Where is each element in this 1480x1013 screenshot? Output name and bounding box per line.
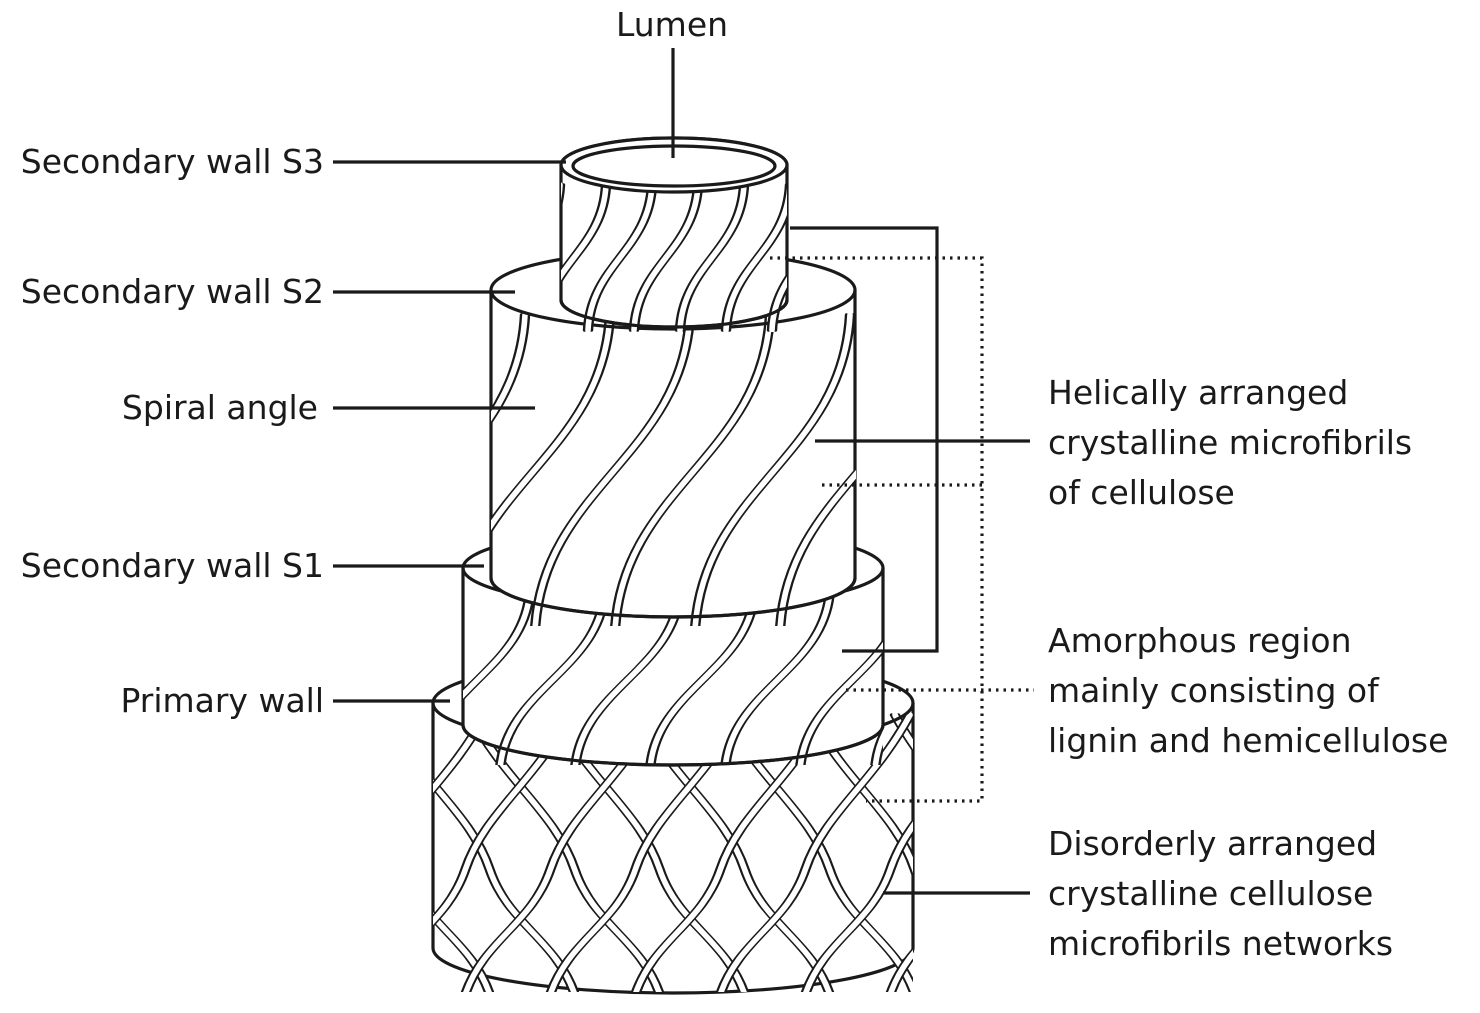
s2-microfibril: [775, 467, 856, 626]
s3-microfibril: [582, 182, 658, 332]
label-helical-line-2: crystalline microfibrils: [1048, 423, 1412, 462]
network-fibril: [545, 712, 746, 992]
network-fibril: [460, 712, 661, 992]
network-fibril: [885, 947, 913, 992]
labels: Lumen Secondary wall S3 Secondary wall S…: [21, 5, 1449, 963]
s3-microfibril: [720, 183, 787, 332]
s1-microfibril: [870, 726, 883, 765]
label-amorphous-line-2: mainly consisting of: [1048, 671, 1380, 710]
label-disorderly-line-1: Disorderly arranged: [1048, 824, 1377, 863]
secondary-wall-s3-cylinder: [559, 136, 789, 332]
network-fibril: [719, 712, 913, 992]
network-fibril: [433, 909, 495, 992]
s2-microfibril: [530, 312, 696, 626]
network-fibril: [433, 712, 491, 796]
s2-microfibril: [491, 312, 531, 425]
s3-microfibril: [561, 182, 612, 285]
s2-microfibril: [610, 312, 776, 626]
label-disorderly-line-3: microfibrils networks: [1048, 924, 1393, 963]
network-fibril: [804, 712, 913, 879]
label-secondary-wall-s2: Secondary wall S2: [21, 272, 324, 311]
s2-helical-microfibrils: [491, 312, 856, 626]
network-fibril: [207, 715, 404, 995]
s1-microfibrils: [463, 587, 883, 765]
network-fibril: [715, 712, 913, 992]
s1-microfibril: [795, 638, 883, 765]
disordered-microfibril-network: [207, 712, 913, 995]
s1-microfibril: [495, 587, 611, 765]
network-fibril: [433, 776, 580, 992]
s2-microfibril: [690, 312, 856, 626]
network-fibril: [800, 818, 913, 992]
s3-microfibril: [674, 182, 750, 332]
network-fibril: [634, 712, 835, 992]
s3-microfibril: [628, 182, 704, 332]
network-fibril: [464, 712, 665, 992]
s1-microfibril: [645, 587, 761, 765]
network-fibril: [433, 712, 576, 928]
label-helical-line-1: Helically arranged: [1048, 373, 1348, 412]
label-primary-wall: Primary wall: [120, 681, 324, 720]
leader-lines: [333, 48, 1034, 895]
label-amorphous-line-3: lignin and hemicellulose: [1048, 721, 1448, 760]
label-secondary-wall-s3: Secondary wall S3: [21, 142, 324, 181]
s1-microfibril: [720, 587, 836, 765]
label-disorderly-line-2: crystalline cellulose: [1048, 874, 1373, 913]
network-fibril: [549, 712, 750, 992]
network-fibril: [630, 712, 831, 992]
label-amorphous-line-1: Amorphous region: [1048, 621, 1352, 660]
label-helical-line-3: of cellulose: [1048, 473, 1235, 512]
label-secondary-wall-s1: Secondary wall S1: [21, 546, 324, 585]
s2-microfibril: [491, 312, 616, 535]
secondary-wall-s2-cylinder: [489, 249, 857, 626]
label-spiral-angle: Spiral angle: [122, 388, 318, 427]
s1-microfibril: [463, 587, 536, 702]
label-lumen: Lumen: [616, 5, 728, 44]
